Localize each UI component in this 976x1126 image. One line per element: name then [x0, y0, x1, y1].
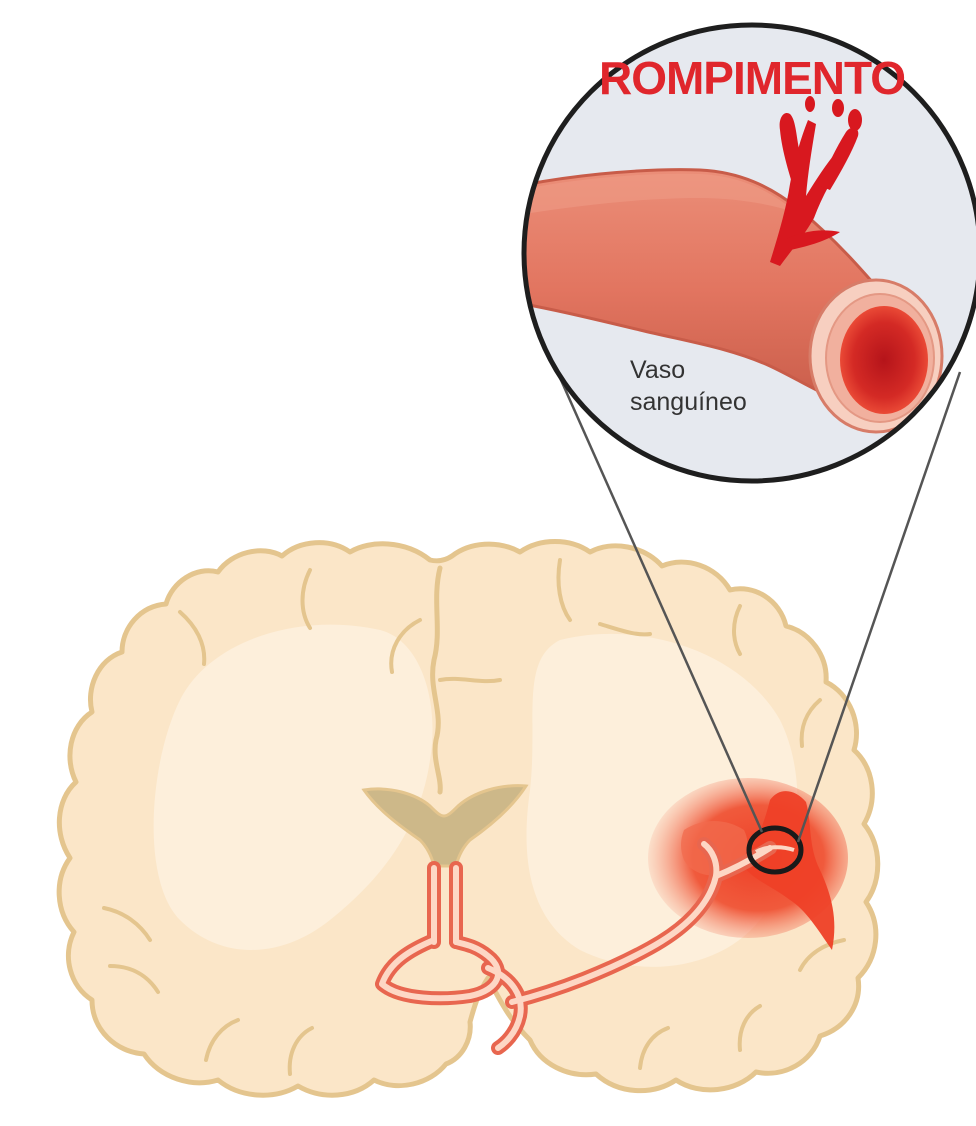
vessel-label-line1: Vaso: [630, 356, 685, 384]
vessel-label-line2: sanguíneo: [630, 388, 747, 416]
inset-title: ROMPIMENTO: [599, 52, 905, 104]
magnifier-circle: ROMPIMENTO Vaso sanguíneo: [500, 25, 976, 481]
